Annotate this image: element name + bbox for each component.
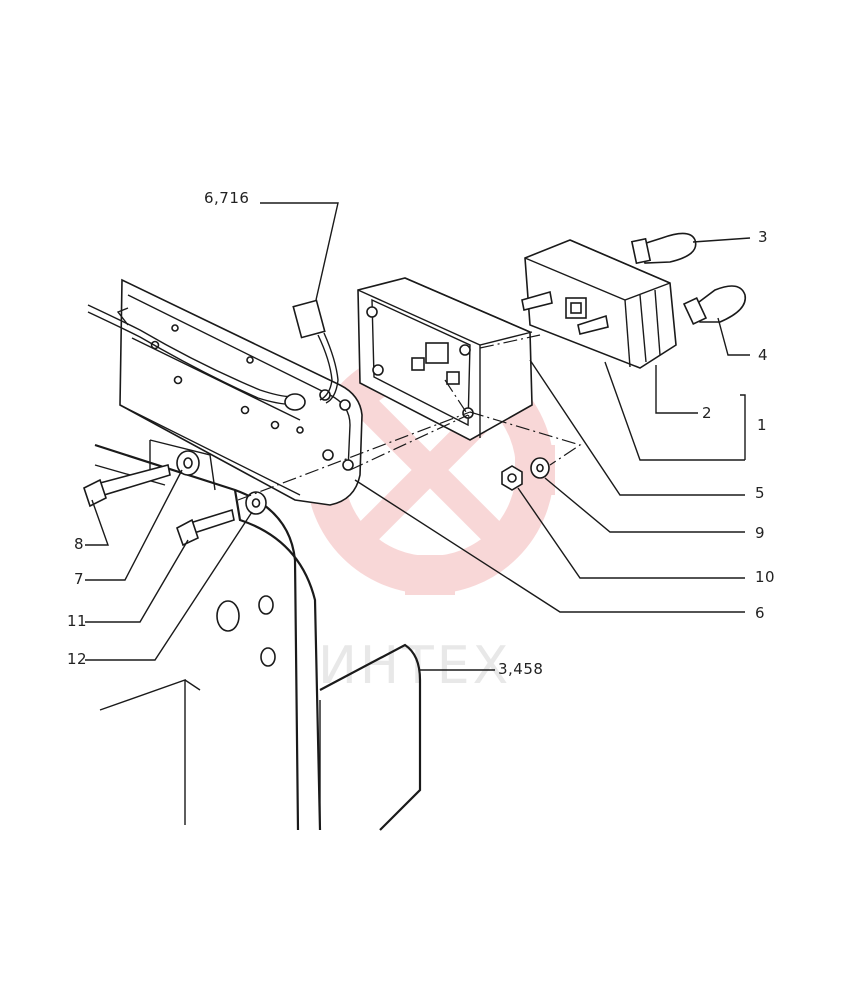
- part-label-10: 10: [755, 568, 775, 586]
- bulb-3: [630, 232, 697, 265]
- watermark-text: ИНТЕХ: [318, 636, 511, 696]
- part-label-12: 12: [67, 650, 87, 668]
- nut-10: [501, 465, 523, 491]
- lamp-lens: [521, 239, 677, 369]
- bolt-11: [176, 508, 235, 547]
- part-label-6: 6: [755, 604, 765, 622]
- part-label-2: 2: [702, 404, 712, 422]
- part-label-4: 4: [758, 346, 768, 364]
- part-label-8: 8: [74, 535, 84, 553]
- part-label-3: 3: [758, 228, 768, 246]
- bulb-4: [682, 285, 747, 325]
- washer-7: [176, 450, 200, 476]
- part-label-11: 11: [67, 612, 87, 630]
- ref-frame-label: 3,458: [498, 660, 543, 678]
- part-label-1: 1: [757, 416, 767, 434]
- leader-lines: [85, 202, 751, 671]
- wire-connector: [292, 299, 339, 404]
- alignment-lines: [237, 334, 582, 501]
- bolt-8: [83, 464, 171, 508]
- part-label-5: 5: [755, 484, 765, 502]
- lamp-housing: [357, 277, 533, 441]
- washer-12: [245, 491, 267, 515]
- ref-harness-label: 6,716: [204, 189, 249, 207]
- part-label-9: 9: [755, 524, 765, 542]
- part-label-7: 7: [74, 570, 84, 588]
- mounting-plate: [87, 278, 363, 506]
- washer-9: [530, 457, 550, 479]
